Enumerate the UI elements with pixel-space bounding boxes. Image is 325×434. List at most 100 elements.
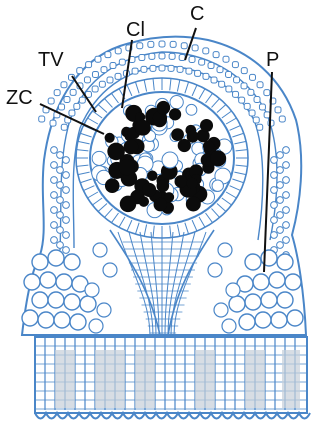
epidermal-cell bbox=[77, 68, 83, 74]
bulb-cell bbox=[212, 180, 223, 191]
flank-cell bbox=[283, 177, 290, 184]
dark-cell bbox=[120, 196, 137, 213]
parenchyma-cell bbox=[70, 314, 86, 330]
parenchyma-cell bbox=[93, 243, 107, 257]
dark-cell bbox=[174, 175, 187, 188]
flank-cell bbox=[63, 187, 70, 194]
flank-cell bbox=[271, 172, 278, 179]
epidermal-cell bbox=[159, 53, 165, 59]
parenchyma-cell bbox=[103, 263, 117, 277]
epidermal-cell bbox=[101, 67, 107, 73]
epidermal-cell bbox=[86, 62, 92, 68]
dark-cell bbox=[139, 196, 150, 207]
parenchyma-cell bbox=[80, 296, 96, 312]
flank-cell bbox=[51, 207, 58, 214]
flank-cell bbox=[283, 162, 290, 169]
basal-shaded-column bbox=[135, 350, 155, 408]
dark-cell bbox=[210, 150, 226, 166]
bulb-cell bbox=[92, 151, 106, 165]
label-cl: Cl bbox=[126, 19, 145, 41]
label-tv: TV bbox=[38, 49, 64, 71]
flank-cell bbox=[283, 207, 290, 214]
parenchyma-cell bbox=[208, 263, 222, 277]
epidermal-cell bbox=[279, 116, 285, 122]
epidermal-cell bbox=[79, 97, 85, 103]
epidermal-cell bbox=[257, 82, 263, 88]
epidermal-cell bbox=[241, 83, 247, 89]
flank-cell bbox=[63, 172, 70, 179]
epidermal-cell bbox=[105, 52, 111, 58]
dark-cell bbox=[169, 108, 181, 120]
parenchyma-cell bbox=[287, 310, 303, 326]
flank-cell bbox=[271, 202, 278, 209]
epidermal-cell bbox=[275, 107, 281, 113]
basal-region bbox=[35, 337, 310, 419]
epidermal-cell bbox=[226, 71, 232, 77]
parenchyma-cell bbox=[32, 292, 48, 308]
flank-cell bbox=[57, 167, 64, 174]
epidermal-cell bbox=[203, 48, 209, 54]
flank-cell bbox=[51, 237, 58, 244]
flank-cell bbox=[271, 217, 278, 224]
flank-cell bbox=[277, 152, 284, 159]
epidermal-cell bbox=[217, 67, 223, 73]
parenchyma-cell bbox=[54, 312, 70, 328]
parenchyma-cell bbox=[271, 312, 287, 328]
flank-cell bbox=[283, 192, 290, 199]
epidermal-cell bbox=[186, 68, 192, 74]
central-bulb bbox=[90, 92, 234, 224]
epidermal-cell bbox=[234, 77, 240, 83]
flank-cell bbox=[283, 237, 290, 244]
epidermal-cell bbox=[50, 120, 56, 126]
flank-cell bbox=[271, 187, 278, 194]
epidermal-cell bbox=[70, 89, 76, 95]
epidermal-cell bbox=[223, 56, 229, 62]
basal-shaded-column bbox=[195, 350, 215, 408]
dark-cell bbox=[154, 198, 167, 211]
epidermal-cell bbox=[168, 65, 174, 71]
parenchyma-cell bbox=[269, 272, 285, 288]
basal-band bbox=[35, 337, 307, 413]
epidermal-cell bbox=[239, 97, 245, 103]
parenchyma-cell bbox=[239, 314, 255, 330]
epidermal-cell bbox=[132, 68, 138, 74]
label-p: P bbox=[266, 49, 279, 71]
dark-cell bbox=[119, 159, 135, 175]
dark-cell bbox=[157, 101, 171, 115]
epidermal-cell bbox=[264, 90, 270, 96]
parenchyma-cell bbox=[214, 303, 228, 317]
epidermal-cell bbox=[250, 74, 256, 80]
epidermal-cell bbox=[119, 59, 125, 65]
epidermal-cell bbox=[199, 59, 205, 65]
flank-cell bbox=[51, 177, 58, 184]
epidermal-cell bbox=[92, 71, 98, 77]
flank-cell bbox=[51, 222, 58, 229]
epidermal-cell bbox=[259, 104, 265, 110]
flank-cell bbox=[271, 232, 278, 239]
parenchyma-cell bbox=[24, 274, 40, 290]
flank-cell bbox=[277, 167, 284, 174]
parenchyma-cell bbox=[48, 292, 64, 308]
epidermal-cell bbox=[241, 68, 247, 74]
flank-cell bbox=[63, 232, 70, 239]
epidermal-cell bbox=[159, 41, 165, 47]
flank-cell bbox=[63, 202, 70, 209]
epidermal-cell bbox=[64, 96, 70, 102]
flank-cell bbox=[57, 227, 64, 234]
parenchyma-cell bbox=[245, 294, 261, 310]
epidermal-cell bbox=[54, 90, 60, 96]
parenchyma-cell bbox=[255, 312, 271, 328]
parenchyma-cell bbox=[277, 254, 293, 270]
flank-cell bbox=[57, 182, 64, 189]
parenchyma-cell bbox=[56, 274, 72, 290]
dark-cell bbox=[171, 128, 184, 141]
epidermal-cell bbox=[257, 124, 263, 130]
parenchyma-cell bbox=[48, 250, 64, 266]
bulb-cell bbox=[170, 96, 183, 109]
epidermal-cell bbox=[92, 86, 98, 92]
epidermal-cell bbox=[203, 73, 209, 79]
epidermal-cell bbox=[169, 53, 175, 59]
flank-cell bbox=[63, 247, 70, 254]
parenchyma-cell bbox=[64, 254, 80, 270]
